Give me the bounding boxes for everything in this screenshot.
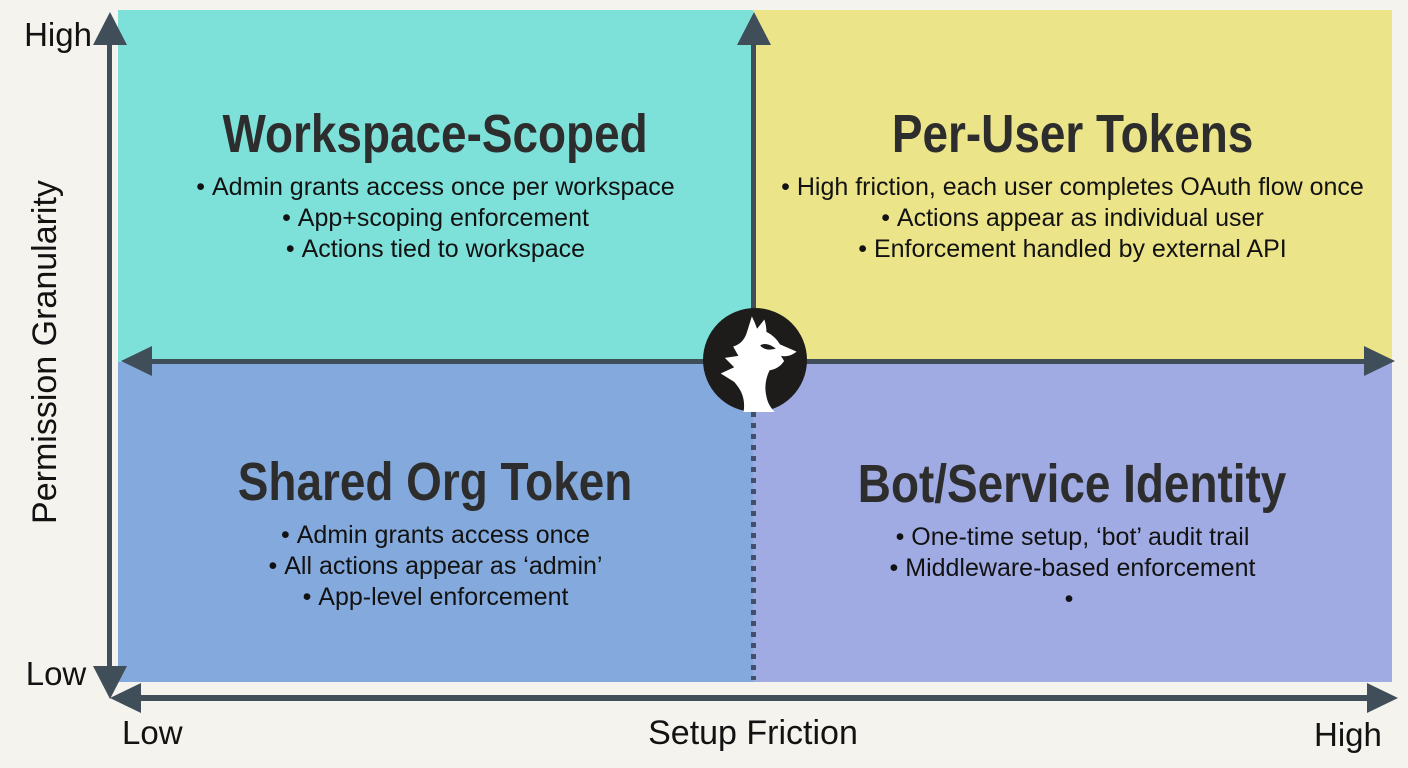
quadrant-per-user-tokens: Per-User Tokens High friction, each user… (753, 10, 1392, 362)
bullet-item: Actions tied to workspace (286, 234, 585, 265)
bullet-item: Admin grants access once per workspace (196, 172, 675, 203)
mid-divider-arrowhead-up-icon (737, 12, 771, 45)
bullet-item: All actions appear as ‘admin’ (269, 551, 602, 582)
quadrant-title: Bot/Service Identity (858, 454, 1287, 514)
x-axis-line (134, 695, 1374, 701)
quadrant-shared-org-token: Shared Org Token Admin grants access onc… (118, 362, 753, 682)
bullet-item: App-level enforcement (303, 582, 568, 613)
y-axis-arrowhead-up-icon (93, 12, 127, 45)
mid-vertical-divider-line (751, 42, 756, 312)
y-axis-low-label: Low (25, 655, 87, 692)
mid-divider-arrowhead-left-icon (121, 346, 152, 376)
quadrant-workspace-scoped: Workspace-Scoped Admin grants access onc… (118, 10, 753, 362)
bullet-item: Admin grants access once (281, 520, 590, 551)
x-axis-arrowhead-left-icon (110, 683, 141, 713)
bullet-item: Middleware-based enforcement (890, 553, 1255, 584)
bullet-item: Enforcement handled by external API (858, 234, 1287, 265)
quadrant-title: Shared Org Token (238, 452, 633, 512)
x-axis-high-label: High (1314, 716, 1382, 753)
x-axis-arrowhead-right-icon (1367, 683, 1398, 713)
dotted-divider-line (751, 412, 756, 680)
bullet-item: Actions appear as individual user (881, 203, 1264, 234)
y-axis-high-label: High (24, 16, 92, 53)
mid-divider-arrowhead-right-icon (1364, 346, 1395, 376)
wolf-logo-icon (703, 308, 807, 412)
quadrant-title: Workspace-Scoped (222, 104, 649, 164)
bullet-item: High friction, each user completes OAuth… (781, 172, 1364, 203)
x-axis-title: Setup Friction (648, 714, 858, 752)
y-axis-title: Permission Granularity (26, 180, 64, 524)
y-axis-line (107, 38, 112, 674)
quadrant-bot-service-identity: Bot/Service Identity One-time setup, ‘bo… (753, 362, 1392, 682)
bullet-item (1065, 584, 1081, 615)
x-axis-low-label: Low (122, 714, 183, 751)
quadrant-title: Per-User Tokens (891, 104, 1254, 164)
bullet-item: App+scoping enforcement (282, 203, 589, 234)
bullet-item: One-time setup, ‘bot’ audit trail (896, 522, 1249, 553)
